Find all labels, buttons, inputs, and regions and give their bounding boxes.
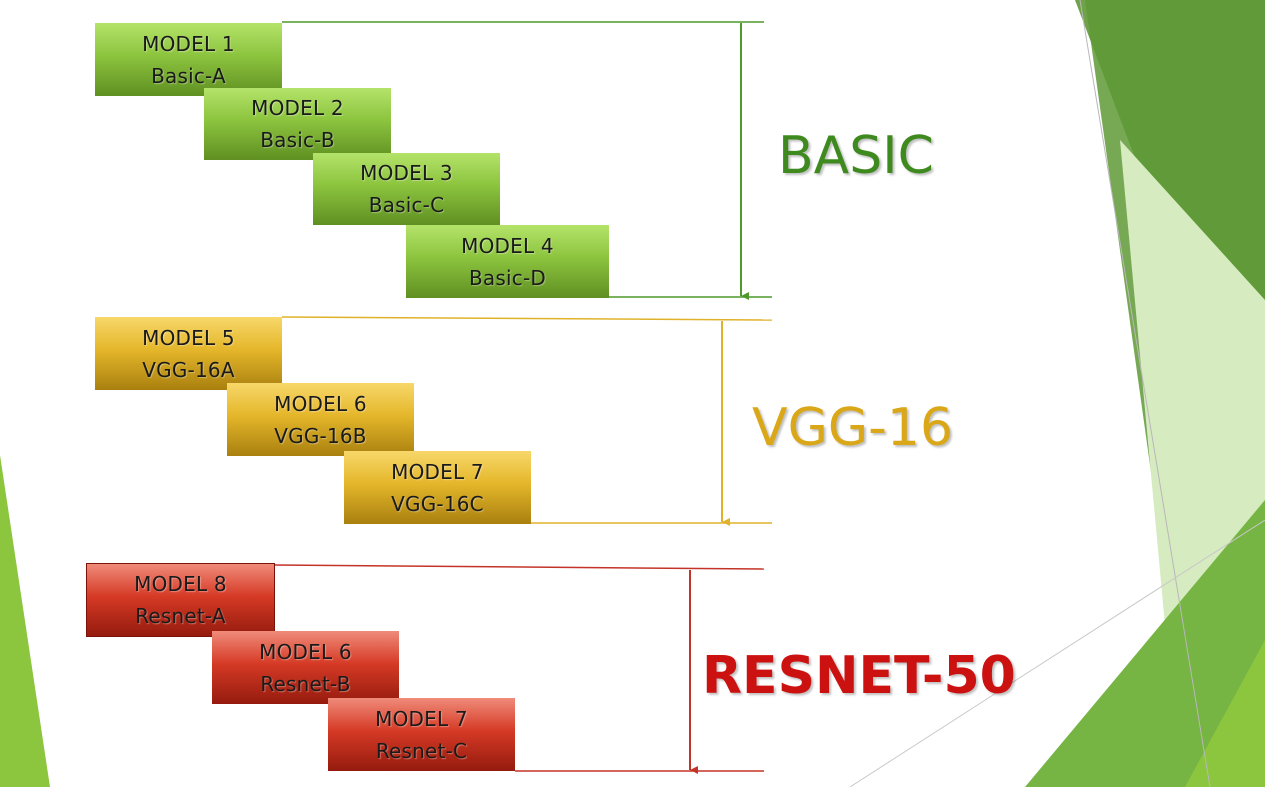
vgg-bracket (281, 316, 773, 526)
model-variant: VGG-16C (391, 491, 484, 516)
model-box-basic-b: MODEL 2 Basic-B (204, 88, 391, 160)
right-decoration (849, 0, 1265, 787)
model-number: MODEL 4 (461, 233, 554, 258)
model-variant: VGG-16A (142, 357, 235, 382)
model-number: MODEL 3 (360, 161, 453, 185)
model-box-resnet-c: MODEL 7 Resnet-C (328, 698, 515, 771)
model-number: MODEL 2 (251, 96, 344, 120)
model-box-basic-c: MODEL 3 Basic-C (313, 153, 500, 225)
model-variant: Basic-A (151, 63, 226, 88)
model-box-vgg-16b: MODEL 6 VGG-16B (227, 383, 414, 456)
model-number: MODEL 6 (259, 639, 352, 664)
model-box-vgg-16c: MODEL 7 VGG-16C (344, 451, 531, 524)
model-box-basic-a: MODEL 1 Basic-A (95, 23, 282, 96)
model-box-vgg-16a: MODEL 5 VGG-16A (95, 317, 282, 390)
model-variant: Resnet-A (135, 604, 226, 628)
model-variant: Basic-B (260, 128, 335, 152)
model-variant: Resnet-B (260, 671, 351, 696)
basic-bracket (282, 21, 772, 300)
model-number: MODEL 8 (134, 572, 227, 596)
model-number: MODEL 7 (375, 706, 468, 731)
model-variant: Resnet-C (375, 738, 468, 763)
model-number: MODEL 6 (274, 391, 367, 416)
model-number: MODEL 5 (142, 325, 235, 350)
model-number: MODEL 7 (391, 459, 484, 484)
group-label-vgg-16: VGG-16 (752, 398, 954, 458)
model-box-resnet-a: MODEL 8 Resnet-A (86, 563, 275, 637)
model-variant: Basic-D (469, 265, 546, 290)
model-variant: Basic-C (368, 193, 445, 217)
group-label-basic: BASIC (778, 126, 934, 186)
group-label-resnet-50: RESNET-50 (702, 646, 1016, 706)
model-box-basic-d: MODEL 4 Basic-D (406, 225, 609, 298)
resnet-bracket (274, 564, 765, 774)
model-number: MODEL 1 (142, 31, 235, 56)
model-box-resnet-b: MODEL 6 Resnet-B (212, 631, 399, 704)
left-decoration (0, 455, 50, 787)
model-variant: VGG-16B (274, 423, 367, 448)
